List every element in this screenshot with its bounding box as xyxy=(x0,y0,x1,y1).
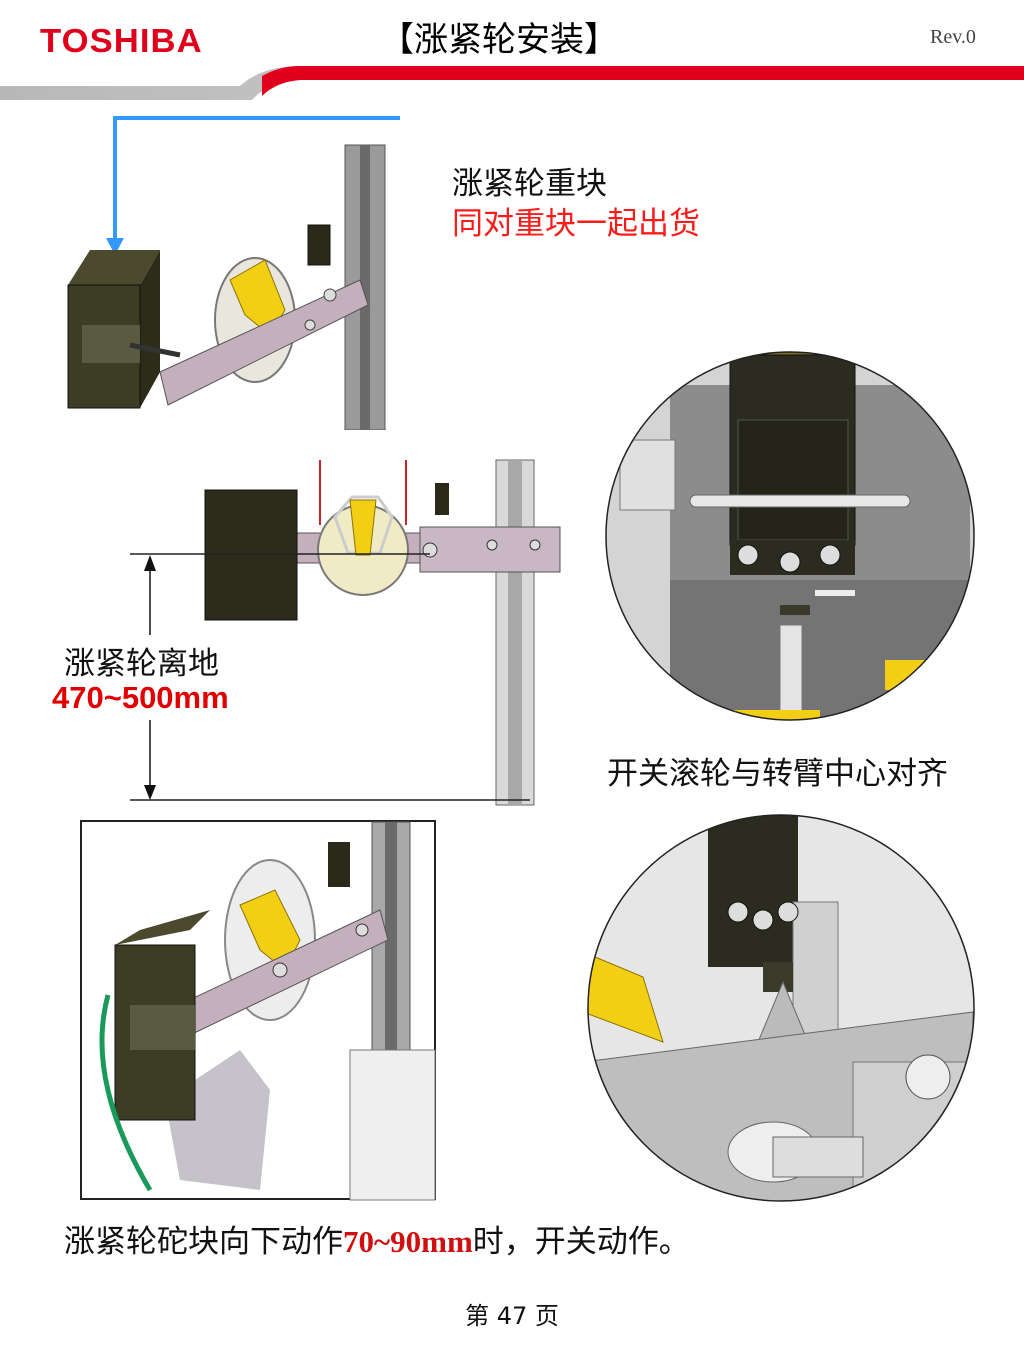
leader-line xyxy=(113,116,400,248)
switch-detail-circle-top xyxy=(605,351,975,721)
header-band xyxy=(0,66,1024,100)
weight-label: 涨紧轮重块 xyxy=(452,166,607,202)
dimension-arrow-up-icon xyxy=(144,555,156,571)
switch-detail-circle-bottom xyxy=(587,814,975,1202)
weight-motion-figure xyxy=(80,820,436,1201)
weight-shipping-note: 同对重块一起出货 xyxy=(452,206,700,242)
height-value: 470~500mm xyxy=(52,680,229,715)
motion-arc-icon xyxy=(99,994,153,1192)
toshiba-logo: TOSHIBA xyxy=(40,22,203,59)
switch-alignment-caption: 开关滚轮与转臂中心对齐 xyxy=(607,756,948,792)
actuation-statement: 涨紧轮砣块向下动作70~90mm时，开关动作。 xyxy=(64,1216,690,1261)
height-label: 涨紧轮离地 xyxy=(64,646,219,682)
height-dimension-figure xyxy=(130,459,561,806)
tension-weight-figure xyxy=(67,116,400,430)
page-number: 第 47 页 xyxy=(465,1302,559,1330)
actuation-text-after: 时，开关动作。 xyxy=(472,1224,690,1260)
leader-arrow-icon xyxy=(106,238,124,255)
actuation-distance: 70~90mm xyxy=(343,1224,473,1259)
revision-label: Rev.0 xyxy=(930,26,976,48)
page-title: 【涨紧轮安装】 xyxy=(380,20,618,60)
dimension-arrow-down-icon xyxy=(144,785,156,800)
actuation-text-before: 涨紧轮砣块向下动作 xyxy=(64,1224,343,1260)
